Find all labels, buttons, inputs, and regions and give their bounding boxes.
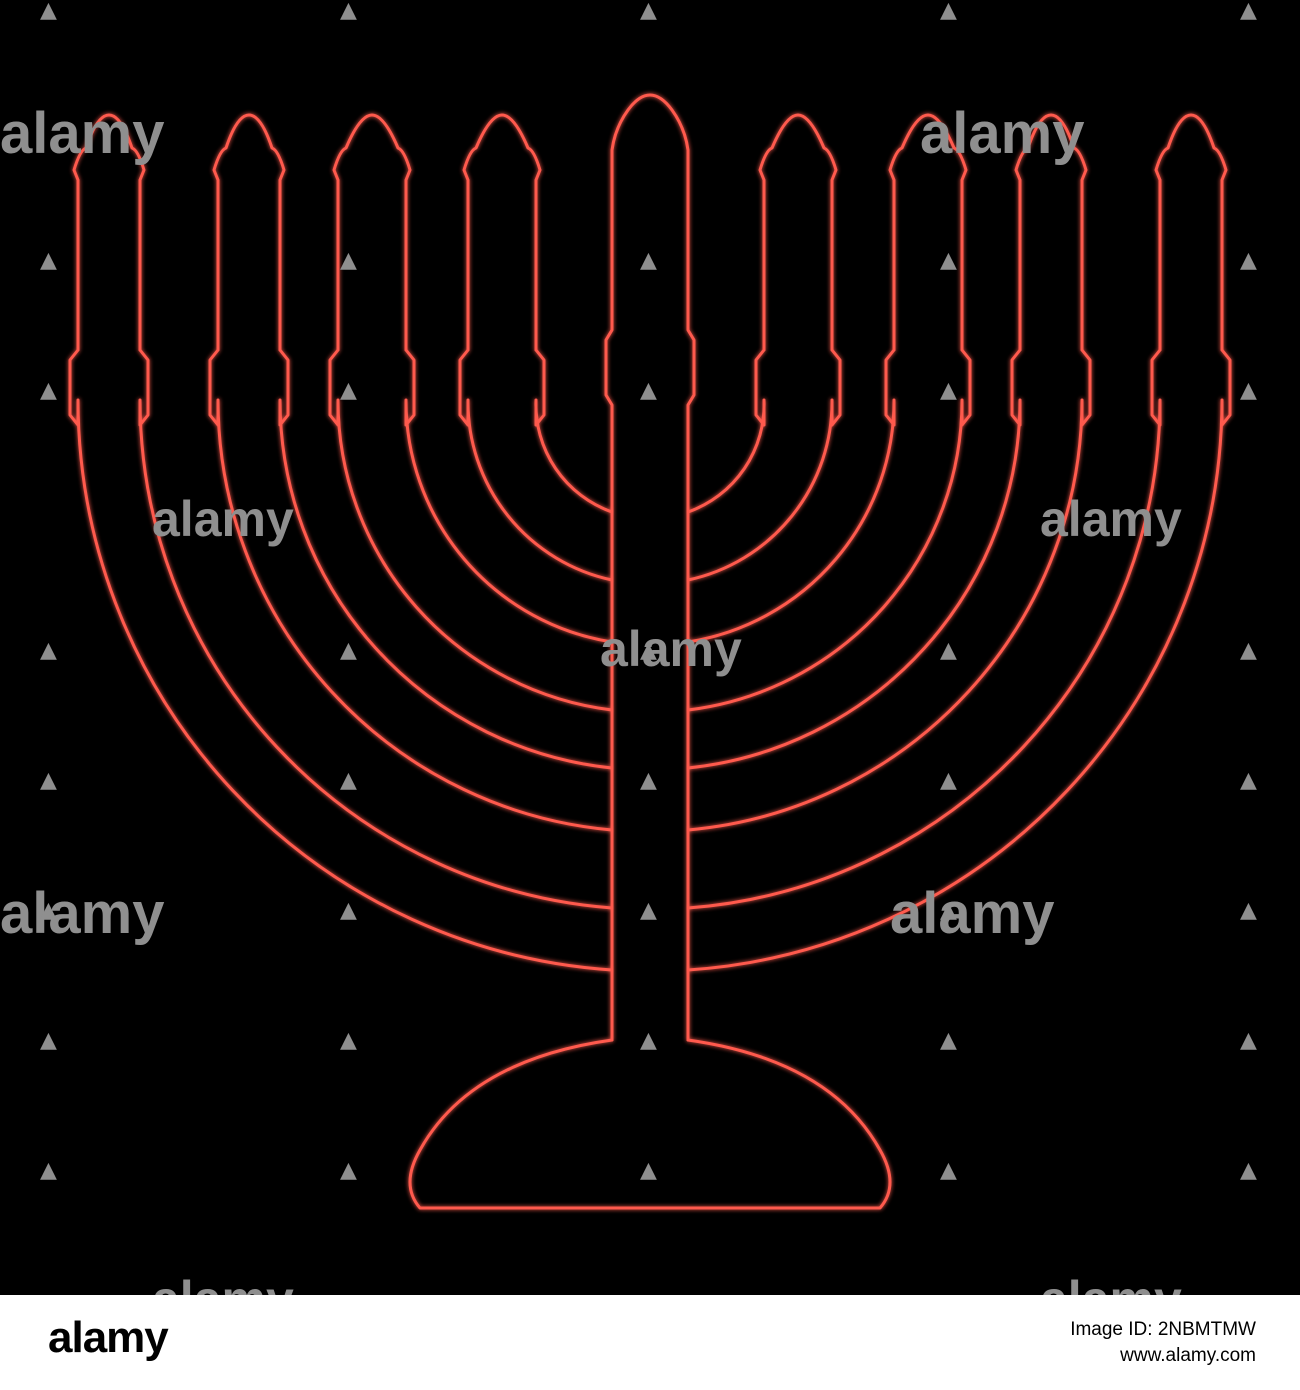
arm-joint-4	[610, 870, 690, 890]
arm-left-2	[328, 113, 614, 712]
image-id-label: Image ID: 2NBMTMW	[1070, 1319, 1256, 1340]
watermark-icon: ▲	[40, 248, 57, 273]
arm-right-2	[686, 113, 972, 712]
watermark-icon: ▲	[940, 248, 957, 273]
watermark-icon: ▲	[40, 898, 57, 923]
watermark-icon: ▲	[640, 0, 657, 23]
watermark-icon: ▲	[640, 1158, 657, 1183]
watermark-icon: ▲	[1240, 768, 1257, 793]
arm-joint-3	[610, 766, 690, 786]
watermark-icon: ▲	[640, 378, 657, 403]
watermark-icon: ▲	[40, 1158, 57, 1183]
watermark-text: alamy	[1040, 491, 1182, 547]
watermark-text: alamy	[600, 621, 742, 677]
watermark-icon: ▲	[640, 898, 657, 923]
footer-info: Image ID: 2NBMTMW www.alamy.com	[1070, 1317, 1256, 1369]
footer-bar: alamy Image ID: 2NBMTMW www.alamy.com	[0, 1295, 1300, 1390]
watermark-icon: ▲	[340, 0, 357, 23]
watermark-icon: ▲	[340, 1158, 357, 1183]
watermark-icon: ▲	[1240, 1158, 1257, 1183]
watermark-icon: ▲	[40, 378, 57, 403]
watermark-icon: ▲	[40, 1028, 57, 1053]
footer-logo: alamy	[48, 1313, 169, 1362]
watermark-icon: ▲	[1240, 378, 1257, 403]
watermark-icon: ▲	[940, 0, 957, 23]
arm-left-1	[458, 113, 614, 582]
arm-right-1	[686, 113, 842, 582]
watermark-icon: ▲	[940, 898, 957, 923]
watermark-text: alamy	[890, 881, 1055, 946]
arm-joint-1	[610, 530, 690, 550]
watermark-icon: ▲	[940, 768, 957, 793]
arm-left-3	[208, 113, 614, 832]
watermark-icon: ▲	[1240, 0, 1257, 23]
watermark-icon: ▲	[340, 1028, 357, 1053]
watermark-icon: ▲	[640, 638, 657, 663]
arm-right-3	[686, 113, 1092, 832]
menorah-illustration	[68, 93, 1232, 1210]
arm-joint-5	[610, 938, 690, 958]
arm-right-4	[686, 113, 1232, 972]
watermark-text: alamy	[152, 491, 294, 547]
watermark-icon: ▲	[40, 0, 57, 23]
watermark-text: alamy	[0, 101, 165, 166]
watermark-icon: ▲	[1240, 638, 1257, 663]
watermark-icon: ▲	[40, 768, 57, 793]
watermark-text: alamy	[0, 881, 165, 946]
watermark-icon: ▲	[340, 248, 357, 273]
watermark-icon: ▲	[940, 1028, 957, 1053]
watermark-icon: ▲	[340, 898, 357, 923]
watermark-icon: ▲	[640, 1028, 657, 1053]
watermark-icon: ▲	[1240, 248, 1257, 273]
arm-left-4	[68, 113, 614, 972]
menorah-base	[408, 1038, 892, 1210]
menorah-outline	[68, 93, 1232, 1210]
watermark-icon: ▲	[1240, 1028, 1257, 1053]
arm-joint-2	[610, 658, 690, 678]
watermark-icon: ▲	[40, 638, 57, 663]
watermark-icon: ▲	[1240, 898, 1257, 923]
watermark-icon: ▲	[340, 378, 357, 403]
watermark-icon: ▲	[340, 638, 357, 663]
watermark-text: alamy	[920, 101, 1085, 166]
watermark-icon: ▲	[940, 378, 957, 403]
central-candle	[604, 93, 696, 1042]
watermark-icon: ▲	[340, 768, 357, 793]
watermark-icon: ▲	[640, 768, 657, 793]
watermark-icon: ▲	[940, 638, 957, 663]
site-url: www.alamy.com	[1120, 1345, 1256, 1366]
watermark-icon: ▲	[640, 248, 657, 273]
watermark-icon: ▲	[940, 1158, 957, 1183]
